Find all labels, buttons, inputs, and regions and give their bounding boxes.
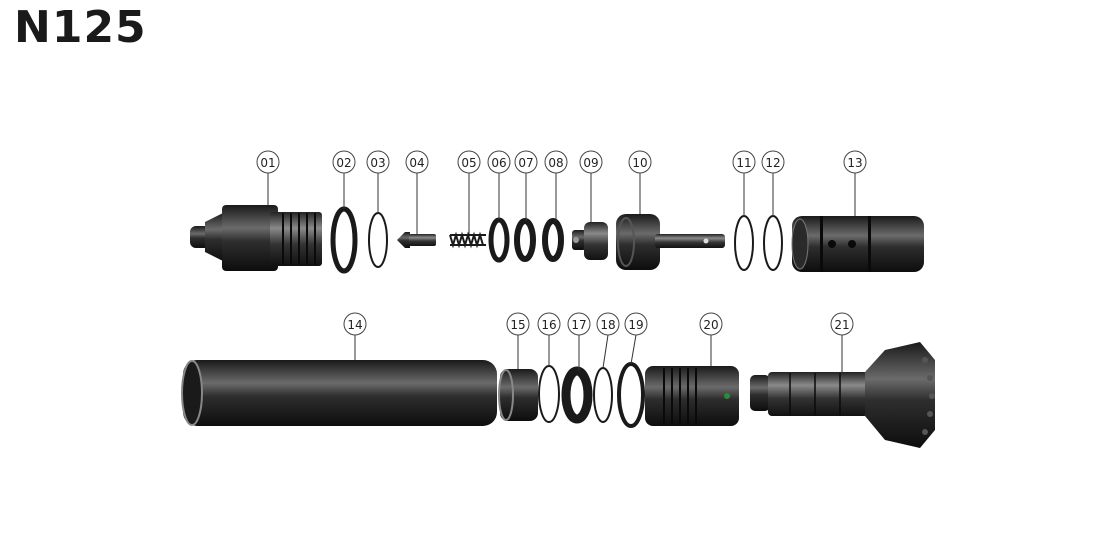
callout-06: 06 [491,156,506,170]
part-19-o-ring [617,362,645,428]
callout-10: 10 [632,156,647,170]
leader-lines [267,173,856,372]
callout-03: 03 [370,156,385,170]
part-01-back-head [190,205,322,271]
part-09-distributor [572,222,608,260]
callout-08: 08 [548,156,563,170]
part-16-o-ring [538,365,560,423]
callout-15: 15 [510,318,525,332]
product-title: N125 [14,2,147,53]
callout-18: 18 [600,318,615,332]
part-07-ring [514,218,536,262]
callout-21: 21 [834,318,849,332]
callout-13: 13 [847,156,862,170]
callout-14: 14 [347,318,362,332]
part-10-piston [616,214,725,270]
part-17-retaining-ring [561,366,593,424]
part-05-spring [449,231,486,249]
part-21-dth-bit [750,342,935,448]
part-12-o-ring [763,215,783,271]
callout-circles [256,150,867,336]
callout-09: 09 [583,156,598,170]
part-18-o-ring [593,367,613,423]
part-13-cylinder [791,216,924,272]
callout-07: 07 [518,156,533,170]
part-14-outer-tube [181,360,497,426]
part-11-o-ring [734,215,754,271]
callout-19: 19 [628,318,643,332]
part-04-check-valve [397,232,436,248]
callout-11: 11 [736,156,751,170]
part-02-o-ring [330,206,358,274]
callout-16: 16 [541,318,556,332]
callout-02: 02 [336,156,351,170]
part-20-driver-sub [645,366,739,426]
part-08-ring [542,218,564,262]
callout-17: 17 [571,318,586,332]
callout-12: 12 [765,156,780,170]
callout-20: 20 [703,318,718,332]
callout-05: 05 [461,156,476,170]
part-03-o-ring [368,212,388,268]
part-15-guide-sleeve [498,369,538,421]
callout-01: 01 [260,156,275,170]
callout-04: 04 [409,156,424,170]
part-06-ring [488,217,510,263]
